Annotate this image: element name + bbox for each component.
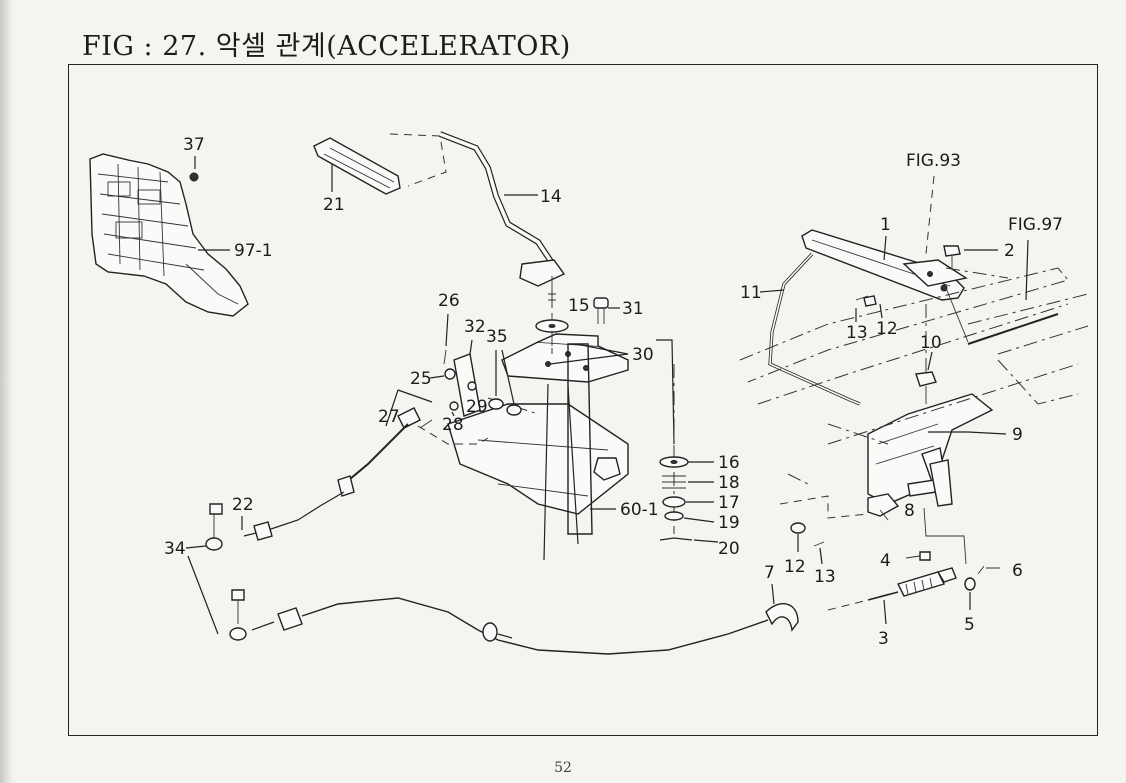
ref-label: FIG.97 [1008, 215, 1063, 235]
part-6-cotter: 6 [977, 561, 1023, 581]
callout-label: 35 [486, 327, 508, 347]
part-11-rod: 11 [740, 252, 861, 406]
ref-fig-93: FIG.93 [906, 151, 961, 255]
callout-label: 9 [1012, 425, 1023, 445]
lever-bracket: 26 32 35 25 27 28 29 [378, 291, 539, 435]
body-floor-outline [739, 267, 1089, 485]
part-13-cotter-upper: 13 [846, 295, 869, 343]
page-number: 52 [554, 760, 572, 776]
spring-stack: 16 18 17 19 20 [659, 364, 740, 559]
callout-label: 4 [880, 551, 891, 571]
callout-label: 60-1 [620, 500, 659, 520]
upper-cable: 22 [205, 407, 489, 551]
callout-label: 18 [718, 473, 740, 493]
callout-label: 15 [568, 296, 590, 316]
callout-label: 30 [632, 345, 654, 365]
callout-label: 29 [466, 397, 488, 417]
callout-label: 6 [1012, 561, 1023, 581]
part-2-bolt: 2 [943, 241, 1015, 268]
callout-label: 21 [323, 195, 345, 215]
callout-label: 27 [378, 407, 400, 427]
part-15-washer: 15 [535, 290, 590, 333]
callout-label: 7 [764, 563, 775, 583]
part-13-cotter-lower: 13 [813, 541, 836, 587]
part-8-lever: 8 [867, 459, 967, 565]
guide-line [779, 495, 869, 519]
part-31-bolt: 31 [593, 297, 644, 324]
callout-label: 13 [814, 567, 836, 587]
lower-cable [229, 589, 769, 655]
callout-label: 31 [622, 299, 644, 319]
page-title: FIG : 27. 악셀 관계(ACCELERATOR) [82, 31, 571, 62]
callout-label: 25 [410, 369, 432, 389]
panel-97-1 [89, 153, 249, 317]
callout-label: 32 [464, 317, 486, 337]
callout-label: 34 [164, 539, 186, 559]
callout-label: 12 [784, 557, 806, 577]
part-4-pin: 4 [880, 551, 931, 571]
callout-label: 22 [232, 495, 254, 515]
callout-label: 3 [878, 629, 889, 649]
callout-label: 12 [876, 319, 898, 339]
callout-34: 34 [164, 539, 219, 635]
callout-label: 10 [920, 333, 942, 353]
callout-label: 8 [904, 501, 915, 521]
callout-97-1: 97-1 [198, 241, 273, 261]
part-10-stopper: 10 [915, 304, 942, 404]
callout-30: 30 [549, 339, 675, 445]
part-21-pedal-pad: 21 [313, 133, 447, 215]
diagram-frame [68, 64, 1098, 736]
callout-37: 37 [183, 135, 205, 169]
callout-label: 28 [442, 415, 464, 435]
callout-label: 17 [718, 493, 740, 513]
ref-fig-97: FIG.97 [945, 215, 1063, 301]
ref-label: FIG.93 [906, 151, 961, 171]
part-5-nut: 5 [964, 577, 976, 635]
callout-label: 5 [964, 615, 975, 635]
callout-label: 14 [540, 187, 562, 207]
callout-label: 37 [183, 135, 205, 155]
callout-label: 26 [438, 291, 460, 311]
callout-label: 11 [740, 283, 762, 303]
part-14-pedal-arm: 14 [438, 131, 566, 287]
callout-label: 13 [846, 323, 868, 343]
part-3-cable-end: 3 [827, 567, 957, 649]
part-12-bushing-lower: 12 [784, 522, 806, 577]
callout-label: 2 [1004, 241, 1015, 261]
callout-label: 1 [880, 215, 891, 235]
callout-label: 19 [718, 513, 740, 533]
part-7-clip: 7 [764, 563, 799, 632]
scan-edge [0, 0, 14, 783]
accelerator-diagram: 37 97-1 21 14 60-1 [89, 131, 1089, 655]
callout-label: 20 [718, 539, 740, 559]
callout-label: 16 [718, 453, 740, 473]
part-12-bushing-upper: 12 [863, 295, 898, 339]
part-1-cross-shaft: 1 [801, 215, 968, 301]
callout-label: 97-1 [234, 241, 273, 261]
